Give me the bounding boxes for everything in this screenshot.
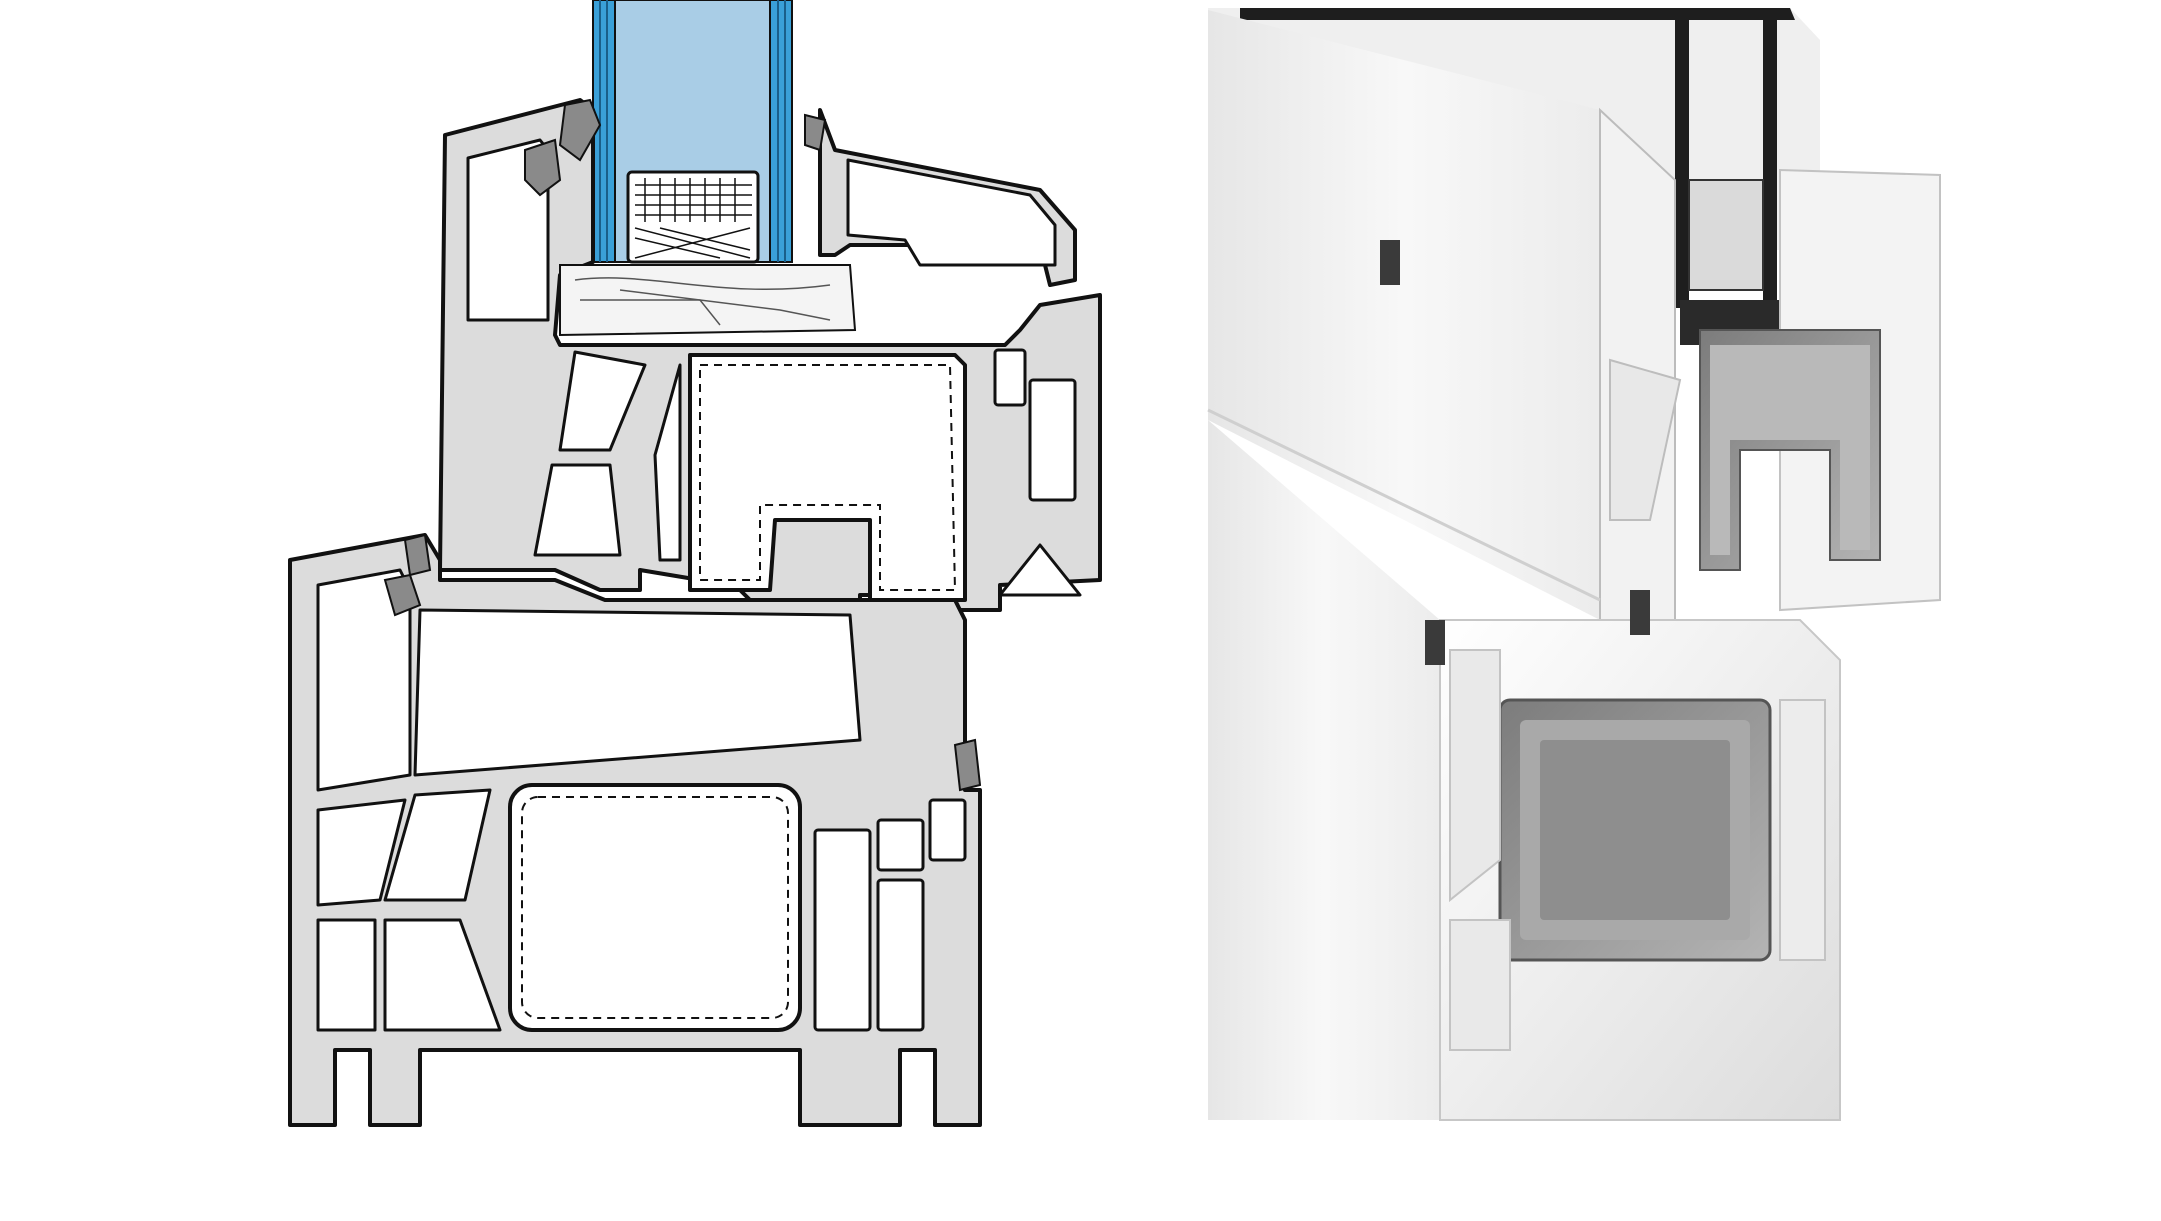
glass-pane-inner (769, 0, 793, 263)
frame-reinforcement (508, 783, 802, 1032)
render-sash (1207, 10, 1941, 621)
glazing-unit (592, 0, 793, 264)
sash-seal (558, 98, 602, 162)
sash-profile (438, 98, 1102, 612)
cross-section-drawing (288, 0, 1102, 1127)
frame-profile (288, 533, 982, 1127)
profile-3d-render (1180, 0, 2161, 1221)
render-frame (1208, 240, 1841, 1121)
sash-reinforcement (688, 353, 967, 602)
